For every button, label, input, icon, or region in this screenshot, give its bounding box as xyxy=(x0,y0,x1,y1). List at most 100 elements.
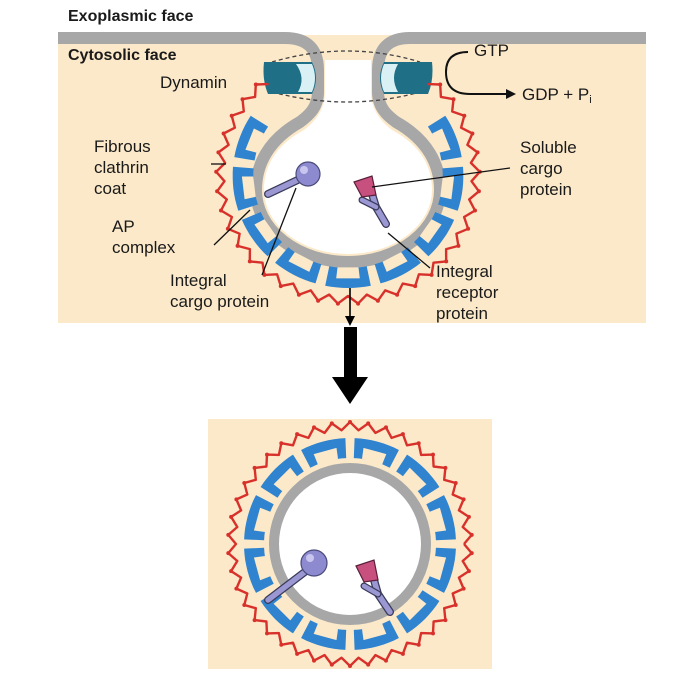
clathrin-node xyxy=(262,272,267,277)
clathrin-node xyxy=(215,189,220,194)
clathrin-node xyxy=(366,662,371,667)
dynamin xyxy=(263,62,433,94)
clathrin-node xyxy=(316,298,321,303)
pi-subscript: i xyxy=(589,94,592,106)
clathrin-node xyxy=(279,642,284,647)
clathrin-node xyxy=(242,603,247,607)
clathrin-node xyxy=(242,481,247,485)
clathrin-node xyxy=(453,481,458,485)
clathrin-node xyxy=(229,514,234,519)
clathrin-node xyxy=(265,631,269,636)
exoplasmic-face-label: Exoplasmic face xyxy=(68,8,194,25)
vesicle-clathrin-coat xyxy=(226,420,474,668)
clathrin-node xyxy=(384,658,388,663)
clathrin-node xyxy=(348,420,352,424)
clathrin-node xyxy=(329,421,334,426)
clathrin-node xyxy=(469,551,474,556)
clathrin-node xyxy=(476,189,481,194)
ap-complex-notch xyxy=(362,623,387,641)
ap-complex-notch xyxy=(440,176,455,200)
clathrin-node xyxy=(400,651,405,656)
ap-complex-notch xyxy=(382,252,408,272)
dynamin-label: Dynamin xyxy=(160,73,228,92)
transition-arrow-stem-head xyxy=(345,316,355,326)
clathrin-node xyxy=(375,298,380,303)
clathrin-node xyxy=(219,208,223,213)
ap-complex-notch xyxy=(241,176,256,200)
clathrin-node xyxy=(431,452,435,457)
clathrin-node xyxy=(413,284,418,289)
clathrin-node xyxy=(226,532,231,537)
vesicle-integral-cargo-protein xyxy=(264,549,328,604)
ap-complex-ring xyxy=(232,115,464,288)
integral-cargo-protein-label-line2: cargo protein xyxy=(170,292,270,311)
gtp-hydrolysis-arrow xyxy=(444,51,506,95)
clathrin-node xyxy=(400,432,405,437)
ap-complex-notch xyxy=(245,128,264,153)
gtp-arrowhead xyxy=(506,89,516,99)
clathrin-node xyxy=(252,618,257,623)
clathrin-node xyxy=(475,150,480,155)
clathrin-node xyxy=(295,651,300,656)
clathrin-node xyxy=(443,465,448,470)
ap-complex-notch xyxy=(253,556,271,581)
clathrin-node xyxy=(462,113,467,118)
fibrous-clathrin-coat-label-line3: coat xyxy=(94,179,127,198)
ap-complex-notch xyxy=(432,128,451,153)
soluble-cargo-protein-label-line1: Soluble xyxy=(520,138,577,157)
fibrous-clathrin-coat-label-line1: Fibrous xyxy=(94,137,151,156)
ap-complex-notch xyxy=(253,507,271,532)
clathrin-strand xyxy=(227,420,473,668)
fibrous-clathrin-coat-label-line2: clathrin xyxy=(94,158,149,177)
vesicle-soluble-cargo-and-receptor xyxy=(355,559,394,616)
clathrin-node xyxy=(451,97,456,102)
clathrin-node xyxy=(384,425,388,430)
clathrin-node xyxy=(216,150,221,155)
clathrin-node xyxy=(470,131,475,136)
clathrin-node xyxy=(240,97,245,102)
big-down-arrow xyxy=(332,327,368,404)
ap-complex-notch xyxy=(362,447,387,465)
clathrin-node xyxy=(416,642,421,647)
gdp-pi-text: GDP + P xyxy=(522,85,590,104)
clathrin-node xyxy=(443,618,448,623)
plasma-membrane xyxy=(58,32,646,268)
ap-complex-notch xyxy=(402,467,427,492)
gtp-label: GTP xyxy=(474,41,509,60)
ap-complex-notch xyxy=(419,219,442,244)
clathrin-node xyxy=(461,497,466,502)
clathrin-node xyxy=(234,497,239,502)
ap-complex-notch xyxy=(313,447,338,465)
clathrin-node xyxy=(453,603,458,607)
clathrin-node xyxy=(295,432,300,437)
bud-lumen xyxy=(264,60,432,254)
clathrin-node xyxy=(229,569,234,574)
integral-cargo-protein-label-line1: Integral xyxy=(170,271,227,290)
clathrin-node xyxy=(265,452,269,457)
soluble-cargo-protein-label-line3: protein xyxy=(520,180,572,199)
clathrin-node xyxy=(253,82,258,87)
ap-complex-notch xyxy=(254,219,277,244)
clathrin-strand xyxy=(214,82,481,305)
coated-vesicle-panel xyxy=(208,419,492,669)
clathrin-node xyxy=(214,169,219,174)
clathrin-node xyxy=(429,272,434,277)
gdp-pi-label: GDP + Pi xyxy=(522,84,592,111)
clathrin-node xyxy=(226,551,231,556)
ap-complex-notch xyxy=(402,596,427,621)
cytosolic-face-label: Cytosolic face xyxy=(68,47,177,64)
ap-complex-notch xyxy=(429,556,447,581)
vesicle-ap-complex-ring xyxy=(244,438,456,650)
clathrin-node xyxy=(312,658,316,663)
ap-complex-notch xyxy=(273,596,298,621)
clathrin-node xyxy=(247,259,252,264)
clathrin-node xyxy=(473,208,477,213)
clathrin-coat xyxy=(214,82,482,306)
clathrin-node xyxy=(466,569,471,574)
clathrin-node xyxy=(348,664,352,668)
clathrin-node xyxy=(416,441,421,446)
ap-complex-notch xyxy=(313,623,338,641)
clathrin-node xyxy=(279,441,284,446)
clathrin-node xyxy=(312,425,316,430)
